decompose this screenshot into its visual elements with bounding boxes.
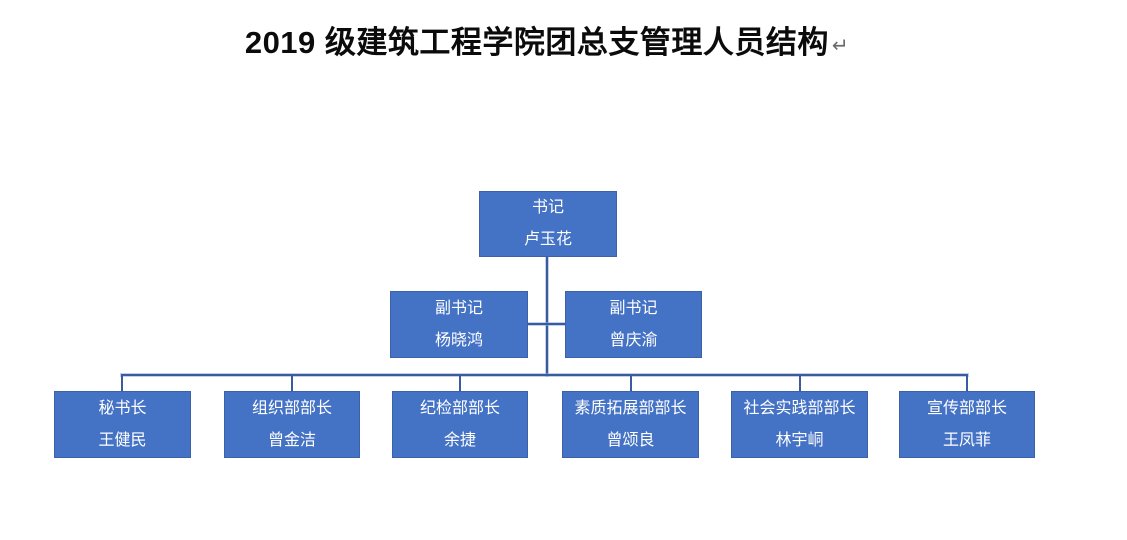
org-node-person: 曾庆渝 [609, 331, 658, 349]
org-node-secretary-general[interactable]: 秘书长 王健民 [54, 391, 191, 458]
connector-stub-secretary-general [121, 376, 123, 391]
org-node-person: 余捷 [443, 431, 476, 449]
org-node-person: 杨晓鸿 [434, 331, 483, 349]
org-node-person: 王健民 [98, 431, 147, 449]
paragraph-mark-icon: ↵ [831, 35, 850, 57]
org-node-title: 宣传部部长 [926, 399, 1007, 417]
document-title: 2019 级建筑工程学院团总支管理人员结构↵ [0, 20, 1094, 69]
org-node-person: 曾颂良 [606, 431, 655, 449]
connector-stub-organization-dept [291, 376, 293, 391]
title-text: 2019 级建筑工程学院团总支管理人员结构 [244, 25, 829, 60]
connector-root-vertical [546, 257, 548, 376]
org-node-person: 卢玉花 [523, 231, 572, 248]
org-node-person: 曾金洁 [267, 431, 316, 449]
org-node-organization-dept-head[interactable]: 组织部部长 曾金洁 [224, 391, 360, 458]
org-node-publicity-dept-head[interactable]: 宣传部部长 王凤菲 [899, 391, 1035, 458]
connector-stub-discipline-dept [459, 376, 461, 391]
org-node-title: 秘书长 [98, 399, 147, 417]
org-node-title: 书记 [531, 199, 564, 216]
org-node-deputy-secretary-2[interactable]: 副书记 曾庆渝 [565, 291, 702, 358]
org-node-discipline-dept-head[interactable]: 纪检部部长 余捷 [392, 391, 528, 458]
connector-stub-practice-dept [799, 376, 801, 391]
org-node-person: 林宇峒 [775, 431, 824, 449]
org-node-social-practice-dept-head[interactable]: 社会实践部部长 林宇峒 [731, 391, 868, 458]
org-node-title: 副书记 [434, 299, 483, 317]
connector-deputies-horizontal [528, 323, 565, 325]
connector-stub-publicity-dept [966, 376, 968, 391]
org-node-title: 组织部部长 [251, 399, 332, 417]
connector-stub-quality-dept [630, 376, 632, 391]
org-node-title: 素质拓展部部长 [574, 399, 687, 417]
org-node-title: 社会实践部部长 [743, 399, 856, 417]
org-node-title: 副书记 [609, 299, 658, 317]
org-node-deputy-secretary-1[interactable]: 副书记 杨晓鸿 [390, 291, 528, 358]
org-node-secretary[interactable]: 书记 卢玉花 [479, 191, 617, 257]
org-node-quality-development-dept-head[interactable]: 素质拓展部部长 曾颂良 [562, 391, 699, 458]
org-node-title: 纪检部部长 [419, 399, 500, 417]
org-node-person: 王凤菲 [942, 431, 991, 449]
connector-distribution-horizontal [121, 374, 968, 376]
